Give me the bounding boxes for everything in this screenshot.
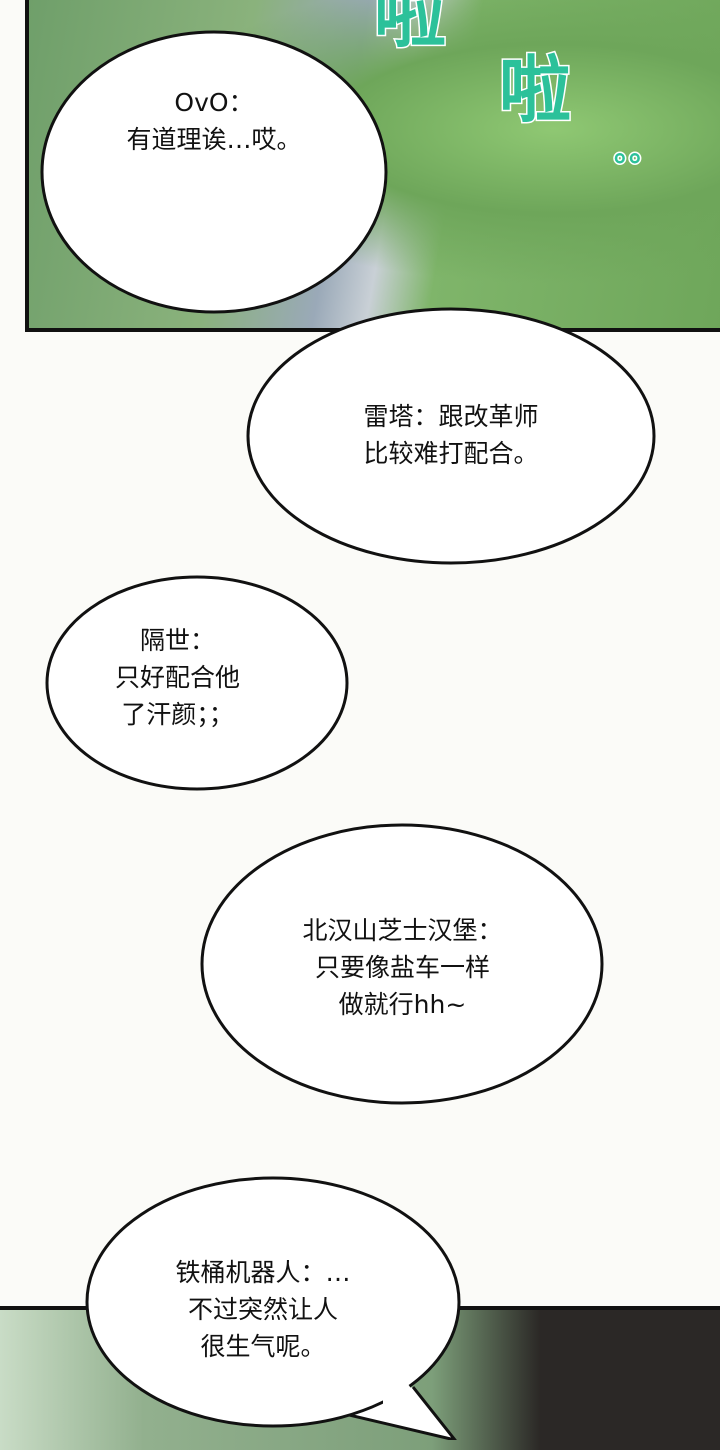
bubble-5-line-1: 铁桶机器人：… [175,1258,351,1287]
sfx-drops: 。。 [613,133,661,171]
bubble-2-line-1: 雷塔：跟改革师 [363,402,539,431]
bubble-3-line-2: 只好配合他 [114,663,240,692]
sfx-la: 啦 [497,47,572,134]
sfx-partial: 啦 [372,0,447,59]
bubble-4-line-1: 北汉山芝士汉堡： [302,916,503,945]
bubble-4-line-2: 只要像盐车一样 [314,953,490,982]
speech-bubble-5: 铁桶机器人：… 不过突然让人很生气呢。 [83,1172,463,1440]
bubble-2-line-2: 比较难打配合。 [363,439,539,468]
bubble-3-line-3: 了汗颜；； [121,700,234,729]
bubble-1-line-2: 有道理诶…哎。 [126,125,302,154]
bubble-5-line-2: 不过突然让人 [187,1295,338,1324]
speech-bubble-2: 雷塔：跟改革师比较难打配合。 [245,305,657,567]
speech-bubble-3: 隔世： 只好配合他了汗颜；； [45,574,350,792]
speech-bubble-1: OvO： 有道理诶…哎。 [38,16,390,328]
bubble-3-line-1: 隔世： [139,626,215,655]
bubble-5-line-3: 很生气呢。 [200,1332,326,1361]
bubble-4-line-3: 做就行hh~ [338,990,467,1019]
speech-bubble-4: 北汉山芝士汉堡： 只要像盐车一样做就行hh~ [200,822,605,1107]
bubble-1-line-1: OvO： [174,88,254,117]
